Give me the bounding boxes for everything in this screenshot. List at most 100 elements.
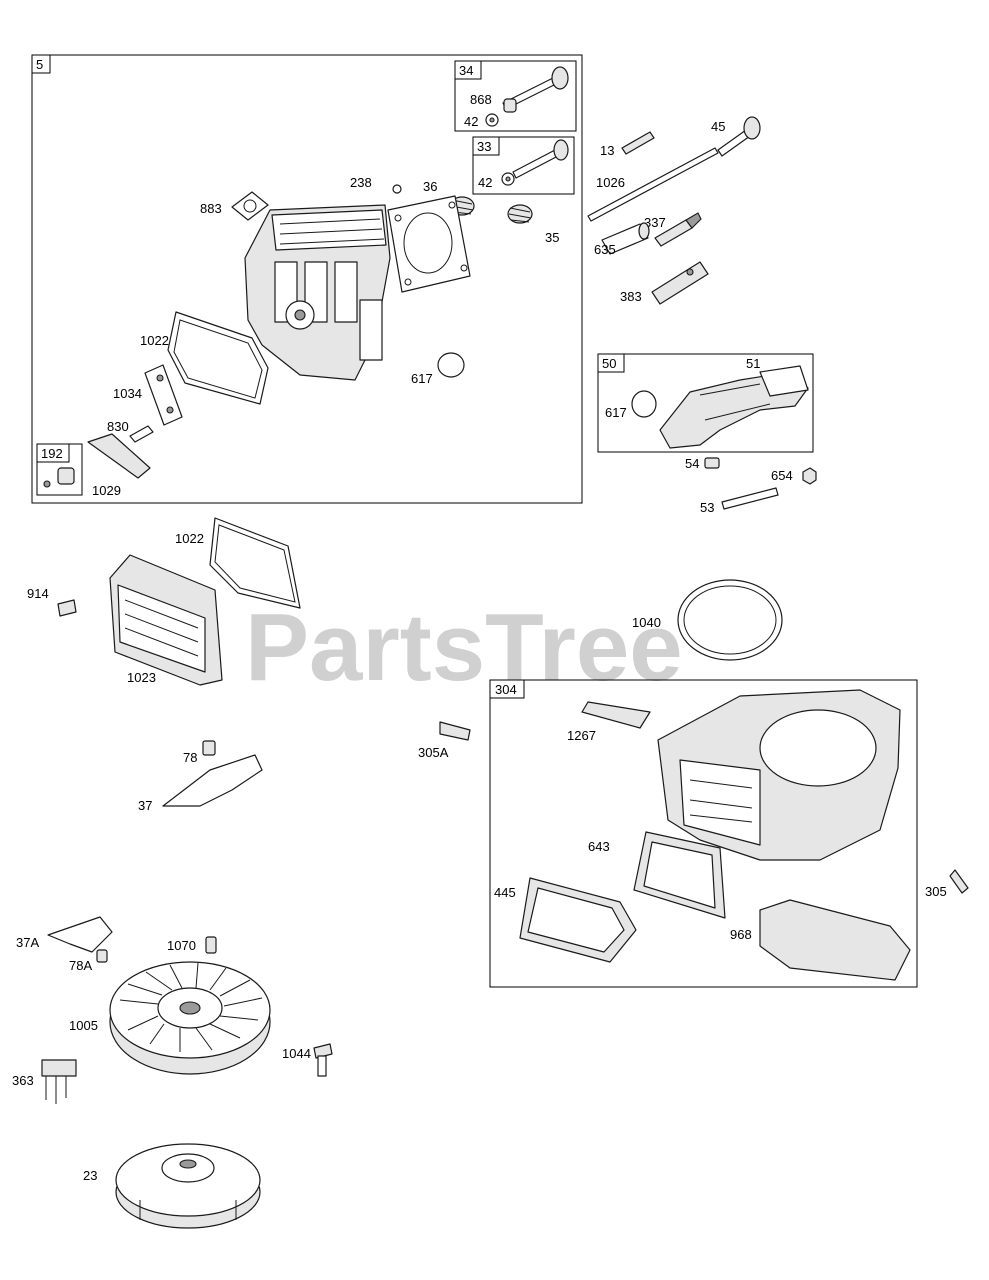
cylinder-sleeve-635-icon	[601, 222, 650, 255]
part-label-1029[interactable]: 1029	[92, 483, 121, 498]
part-label-635[interactable]: 635	[594, 242, 616, 257]
cover-968-icon	[759, 899, 911, 981]
part-label-42b[interactable]: 42	[478, 175, 492, 190]
part-label-1022b[interactable]: 1022	[175, 531, 204, 546]
part-label-654[interactable]: 654	[771, 468, 793, 483]
part-label-1040[interactable]: 1040	[632, 615, 661, 630]
part-label-1026[interactable]: 1026	[596, 175, 625, 190]
part-label-54[interactable]: 54	[685, 456, 699, 471]
fitting-192-icon	[43, 467, 75, 488]
part-label-337[interactable]: 337	[644, 215, 666, 230]
part-label-1023[interactable]: 1023	[127, 670, 156, 685]
part-label-37[interactable]: 37	[138, 798, 152, 813]
screen-445-icon	[519, 877, 637, 963]
part-label-1005[interactable]: 1005	[69, 1018, 98, 1033]
rocker-cover-gasket-icon	[167, 311, 269, 405]
group-304-label[interactable]: 304	[495, 682, 517, 697]
shield-37-icon	[162, 754, 263, 807]
part-label-45[interactable]: 45	[711, 119, 725, 134]
intake-manifold-icon	[659, 365, 809, 449]
part-label-883[interactable]: 883	[200, 201, 222, 216]
rocker-arm-383-icon	[651, 261, 709, 305]
part-label-1070[interactable]: 1070	[167, 938, 196, 953]
o-ring-617b-icon	[631, 390, 657, 418]
part-label-305[interactable]: 305	[925, 884, 947, 899]
bolt-78a-icon	[96, 949, 108, 963]
group-5-label[interactable]: 5	[36, 57, 43, 72]
part-label-78a[interactable]: 78A	[69, 958, 92, 973]
watermark-text: PartsTree	[245, 594, 683, 701]
cylinder-head-icon	[244, 204, 391, 381]
gasket-ring-1040-icon	[677, 579, 783, 661]
breather-tube-1029-icon	[87, 433, 151, 479]
part-label-51[interactable]: 51	[746, 356, 760, 371]
head-gasket-icon	[387, 195, 471, 293]
part-label-1267[interactable]: 1267	[567, 728, 596, 743]
group-192-label[interactable]: 192	[41, 446, 63, 461]
intake-valve-icon	[501, 139, 569, 186]
flywheel-23-icon	[115, 1143, 261, 1229]
flywheel-fan-icon	[109, 961, 271, 1075]
part-label-383[interactable]: 383	[620, 289, 642, 304]
valve-keeper-42a-icon	[485, 113, 499, 127]
part-label-42a[interactable]: 42	[464, 114, 478, 129]
bolt-78-icon	[202, 740, 216, 756]
part-label-305a[interactable]: 305A	[418, 745, 449, 760]
part-label-37a[interactable]: 37A	[16, 935, 39, 950]
part-label-830[interactable]: 830	[107, 419, 129, 434]
part-label-238[interactable]: 238	[350, 175, 372, 190]
decal-1267-icon	[581, 701, 651, 729]
breather-plate-icon	[144, 364, 183, 426]
blower-housing-icon	[657, 689, 901, 861]
part-label-643[interactable]: 643	[588, 839, 610, 854]
screw-914-icon	[57, 599, 77, 617]
valve-spring-35-icon	[507, 204, 533, 224]
bolt-305a-icon	[439, 721, 471, 741]
group-34-box	[454, 60, 577, 132]
screen-643-icon	[633, 831, 726, 919]
part-label-36[interactable]: 36	[423, 179, 437, 194]
group-34-tag	[454, 60, 482, 80]
armature-363-icon	[41, 1059, 77, 1104]
bolt-830-icon	[129, 425, 154, 443]
part-label-1034[interactable]: 1034	[113, 386, 142, 401]
o-ring-617a-icon	[437, 352, 465, 378]
part-label-1044[interactable]: 1044	[282, 1046, 311, 1061]
part-label-13[interactable]: 13	[600, 143, 614, 158]
exhaust-gasket-icon	[231, 191, 269, 221]
group-33-box	[472, 136, 575, 195]
group-50-tag	[597, 353, 625, 373]
part-label-445[interactable]: 445	[494, 885, 516, 900]
part-label-914[interactable]: 914	[27, 586, 49, 601]
valve-45-icon	[717, 116, 761, 157]
group-34-label[interactable]: 34	[459, 63, 473, 78]
spark-plug-337-icon	[654, 212, 702, 247]
part-label-35[interactable]: 35	[545, 230, 559, 245]
part-label-617b[interactable]: 617	[605, 405, 627, 420]
part-label-617a[interactable]: 617	[411, 371, 433, 386]
part-label-968[interactable]: 968	[730, 927, 752, 942]
screw-1044-icon	[313, 1043, 333, 1077]
part-label-1022a[interactable]: 1022	[140, 333, 169, 348]
group-33-label[interactable]: 33	[477, 139, 491, 154]
rocker-cover-gasket-1022b-icon	[209, 517, 301, 609]
valve-seal-868-icon	[503, 98, 517, 113]
part-label-78[interactable]: 78	[183, 750, 197, 765]
group-50-label[interactable]: 50	[602, 356, 616, 371]
stud-53-icon	[721, 487, 779, 510]
part-label-868[interactable]: 868	[470, 92, 492, 107]
group-192-tag	[36, 443, 70, 463]
push-rod-1026-icon	[587, 147, 719, 222]
bolt-54-icon	[704, 457, 720, 469]
nut-654-icon	[802, 467, 817, 485]
group-5-tag	[31, 54, 51, 74]
bracket-37a-icon	[47, 916, 113, 953]
group-304-tag	[489, 679, 525, 699]
part-label-53[interactable]: 53	[700, 500, 714, 515]
group-50-box	[597, 353, 814, 453]
part-label-23[interactable]: 23	[83, 1168, 97, 1183]
group-5-box	[31, 54, 583, 504]
part-label-363[interactable]: 363	[12, 1073, 34, 1088]
screw-13-icon	[621, 131, 655, 155]
